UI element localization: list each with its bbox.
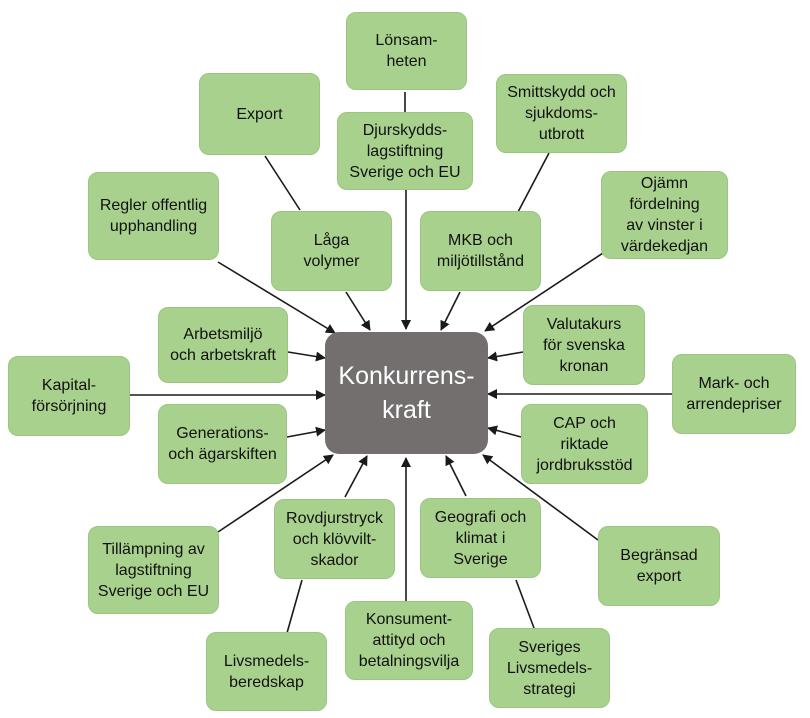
arrow-valutakurs xyxy=(487,351,524,362)
factor-ojamn: Ojämn fördelning av vinster i värdekedja… xyxy=(601,171,728,259)
arrow-smittskydd xyxy=(517,152,550,213)
arrow-livsmedelsberedskap xyxy=(286,579,303,634)
arrow-arbetsmiljo xyxy=(287,351,326,362)
factor-mkb: MKB och miljötillstånd xyxy=(420,211,541,291)
factor-djurskydd: Djurskydds- lagstiftning Sverige och EU xyxy=(337,112,473,190)
factor-geografi: Geografi och klimat i Sverige xyxy=(420,498,541,578)
arrow-ojamn xyxy=(484,252,604,332)
arrow-regler xyxy=(217,261,336,334)
factor-konsument: Konsument- attityd och betalningsvilja xyxy=(345,601,473,680)
factor-tillampning: Tillämpning av lagstiftning Sverige och … xyxy=(88,526,219,614)
factor-arbetsmiljo: Arbetsmiljö och arbetskraft xyxy=(158,307,288,383)
arrow-mkb xyxy=(440,291,461,331)
factor-smittskydd: Smittskydd och sjukdoms- utbrott xyxy=(496,74,627,153)
factor-rovdjur: Rovdjurstryck och klövvilt- skador xyxy=(274,499,395,579)
arrow-laga-volymer xyxy=(345,291,371,331)
arrow-begransad xyxy=(482,454,599,541)
factor-laga-volymer: Låga volymer xyxy=(271,211,392,291)
center-node-konkurrenskraft: Konkurrens- kraft xyxy=(325,332,488,454)
arrow-export xyxy=(264,155,301,211)
factor-mark: Mark- och arrendepriser xyxy=(672,354,796,434)
arrow-rovdjur xyxy=(344,455,368,498)
factor-begransad-export: Begränsad export xyxy=(598,526,720,606)
factor-livsmedelsstrategi: Sveriges Livsmedels- strategi xyxy=(489,628,610,708)
factor-regler: Regler offentlig upphandling xyxy=(88,172,219,260)
factor-lonsamheten: Lönsam- heten xyxy=(346,12,467,90)
factor-livsmedelsberedskap: Livsmedels- beredskap xyxy=(206,632,327,711)
arrow-cap xyxy=(487,425,522,438)
arrow-tillampning xyxy=(217,454,334,533)
arrow-geografi xyxy=(445,455,467,497)
arrow-generations xyxy=(286,426,326,438)
factor-export: Export xyxy=(199,73,320,155)
factor-cap: CAP och riktade jordbruksstöd xyxy=(521,404,648,484)
factor-valutakurs: Valutakurs för svenska kronan xyxy=(523,305,645,385)
factor-generations: Generations- och ägarskiften xyxy=(158,404,287,484)
arrow-livsmedelsstrategi xyxy=(515,579,535,629)
factor-kapital: Kapital- försörjning xyxy=(8,356,130,436)
